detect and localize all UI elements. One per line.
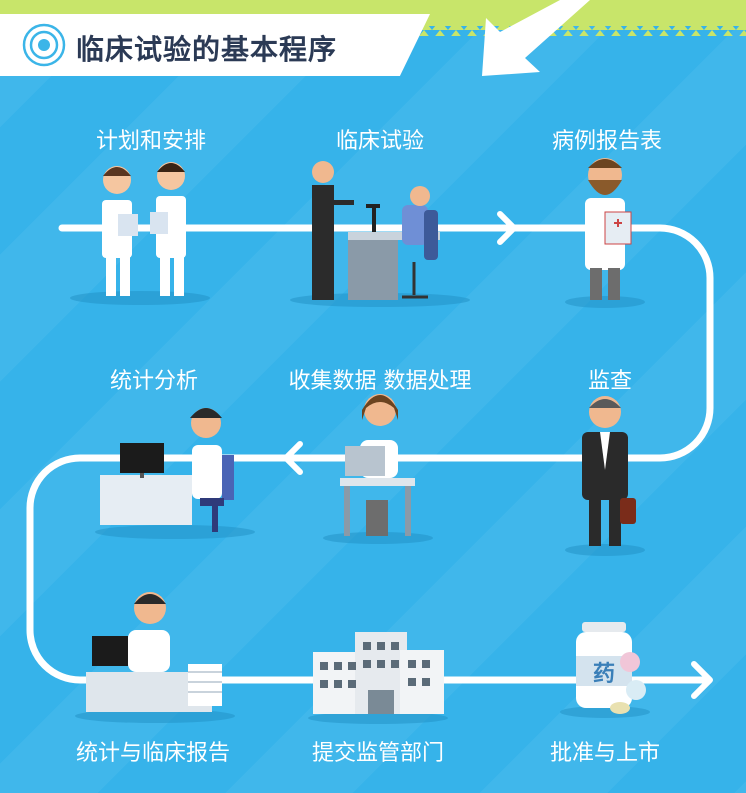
flow-arrows [283, 211, 713, 699]
step-label-plan: 计划和安排 [95, 129, 207, 154]
step-label-stat-report: 统计与临床报告 [75, 741, 231, 766]
arrow-down-left-icon [482, 0, 590, 76]
step-label-trial: 临床试验 [335, 129, 425, 154]
step-label-case-report: 病例报告表 [551, 129, 663, 154]
step-label-approve: 批准与上市 [549, 741, 661, 766]
doctor-papers-icon [75, 592, 235, 723]
step-label-collect-process: 收集数据 数据处理 [288, 369, 472, 394]
title-banner: 临床试验的基本程序 [0, 14, 430, 76]
analyst-computer-icon [95, 408, 255, 539]
government-building-icon [308, 632, 448, 724]
pill-label: 药 [593, 662, 615, 687]
arrow-right-icon [497, 211, 517, 245]
step-label-monitor: 监查 [587, 369, 633, 394]
arrow-right-end-icon [691, 661, 713, 699]
medicine-bottle-icon: 药 [560, 622, 650, 718]
arrow-left-icon [283, 441, 303, 475]
two-doctors-icon [70, 162, 210, 305]
doctor-laptop-icon [323, 394, 433, 544]
step-label-submit: 提交监管部门 [311, 741, 445, 766]
target-circle-icon [22, 23, 66, 67]
businessman-briefcase-icon [565, 396, 645, 556]
page-title: 临床试验的基本程序 [76, 33, 338, 66]
consultation-desk-icon [290, 161, 470, 307]
step-label-stat-analysis: 统计分析 [109, 369, 199, 394]
doctor-clipboard-icon [565, 158, 645, 308]
